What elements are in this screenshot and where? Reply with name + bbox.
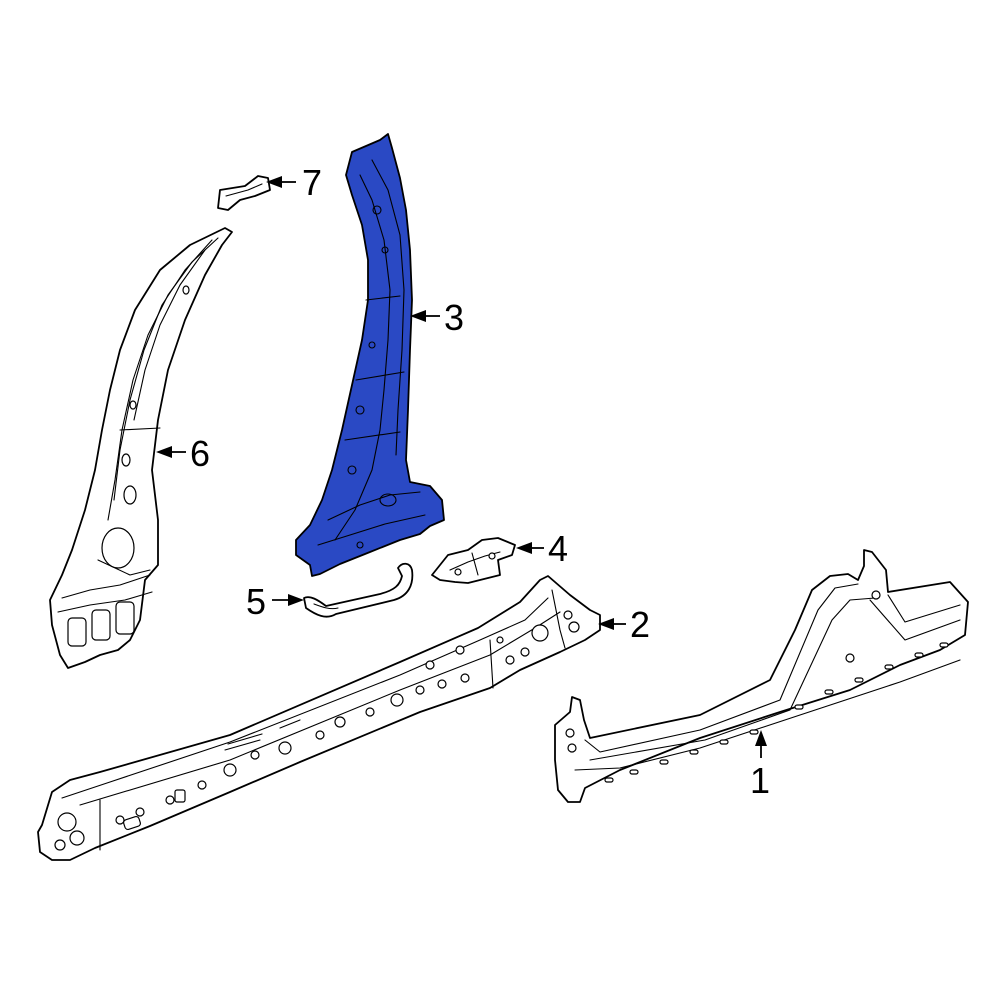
- center-pillar-fill: [295, 133, 445, 577]
- callout-3-label: 3: [444, 297, 464, 338]
- part-2-inner-rocker[interactable]: [37, 575, 601, 861]
- part-6-front-pillar[interactable]: [49, 227, 233, 669]
- callout-3: 3: [410, 297, 464, 338]
- callout-4-label: 4: [548, 528, 568, 569]
- callout-6: 6: [156, 433, 210, 474]
- callout-5: 5: [246, 581, 304, 622]
- callout-1-label: 1: [750, 760, 770, 801]
- callout-7-label: 7: [302, 162, 322, 203]
- callout-1: 1: [750, 730, 770, 801]
- callout-2: 2: [598, 604, 650, 645]
- part-3-center-pillar[interactable]: [295, 133, 445, 577]
- callout-7: 7: [266, 162, 322, 203]
- callout-5-label: 5: [246, 581, 266, 622]
- part-1-outer-rocker[interactable]: [554, 549, 969, 803]
- callout-6-label: 6: [190, 433, 210, 474]
- part-4-pillar-bracket[interactable]: [431, 537, 516, 584]
- callout-4: 4: [516, 528, 568, 569]
- part-5-hose[interactable]: [303, 562, 414, 618]
- part-7-small-bracket[interactable]: [217, 175, 271, 211]
- callout-2-label: 2: [630, 604, 650, 645]
